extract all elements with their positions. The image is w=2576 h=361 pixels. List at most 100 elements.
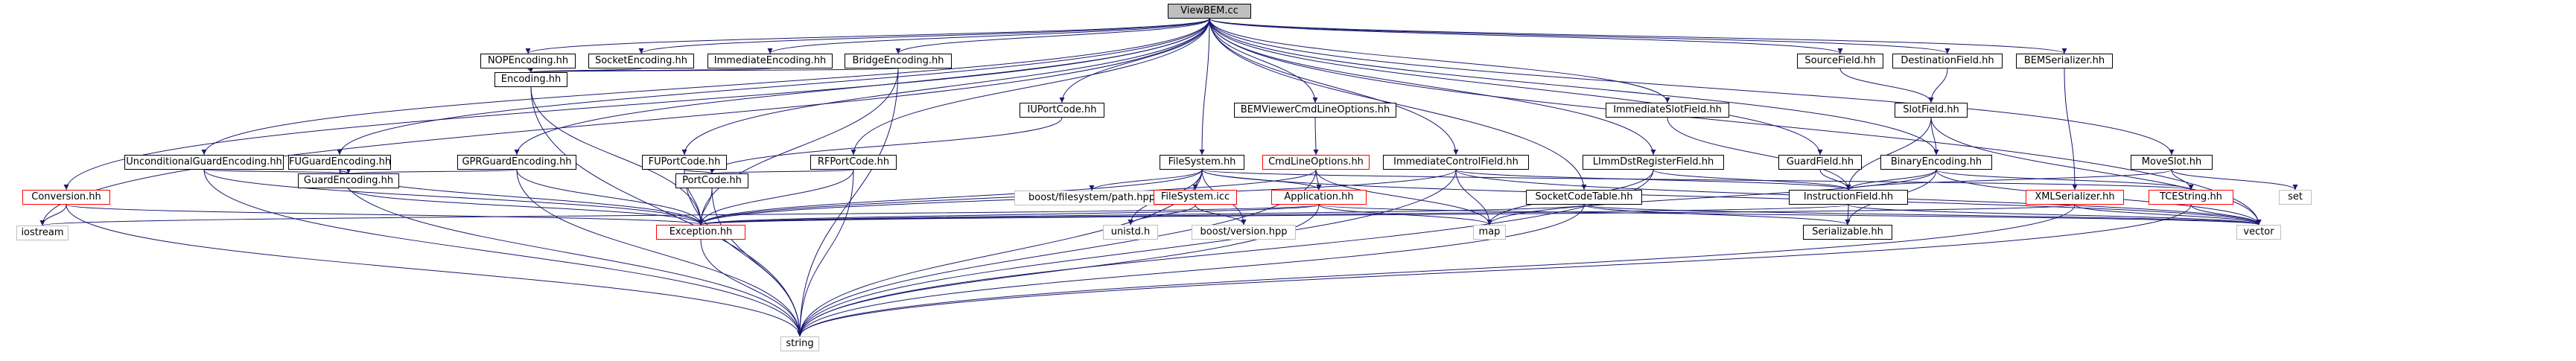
edge-exc-to-string (700, 239, 803, 337)
edge-sock-to-enc (528, 66, 642, 73)
edge-bridge-to-enc (529, 66, 899, 73)
edge-bridge-to-string (797, 68, 899, 337)
edge-bemser-to-xmlser (2064, 68, 2078, 191)
node-cmdl[interactable]: CmdLineOptions.hh (1262, 155, 1370, 170)
node-root[interactable]: ViewBEM.cc (1168, 4, 1251, 19)
edge-root-to-bridge (895, 18, 1210, 54)
edge-instrf-to-vector (1848, 204, 2262, 226)
node-tcestr[interactable]: TCEString.hh (2149, 190, 2233, 205)
node-immslot[interactable]: ImmediateSlotField.hh (1606, 103, 1729, 118)
node-binenc[interactable]: BinaryEncoding.hh (1880, 155, 1992, 170)
node-moveslot[interactable]: MoveSlot.hh (2131, 155, 2213, 170)
node-conv[interactable]: Conversion.hh (22, 190, 110, 205)
edge-guardenc-to-exc (348, 188, 704, 226)
edge-instrf-to-exc (699, 204, 1849, 226)
edge-root-to-rfp (850, 18, 1210, 156)
edge-slotf-to-vector (1930, 117, 2262, 226)
edge-root-to-bemview (1209, 18, 1318, 103)
node-uncond[interactable]: UnconditionalGuardEncoding.hh (124, 155, 284, 170)
edge-slotf-to-instrf (1845, 117, 1932, 191)
edge-portcode-to-string (711, 188, 803, 337)
edge-root-to-iostream (39, 18, 1210, 226)
edge-enc-to-exc (530, 86, 704, 226)
edge-root-to-limm (1209, 18, 1656, 156)
edge-bemview-to-cmdl (1313, 117, 1319, 156)
node-guardf[interactable]: GuardField.hh (1778, 155, 1862, 170)
edge-tcestr-to-vector (2190, 204, 2262, 226)
edge-conv-to-iostream (39, 204, 67, 226)
edge-srcf-to-slotf (1839, 68, 1934, 103)
node-app[interactable]: Application.hh (1271, 190, 1367, 205)
edge-root-to-imm (767, 18, 1210, 54)
edge-rfp-to-exc (698, 169, 854, 226)
edge-root-to-srcf (1209, 18, 1843, 54)
node-set: set (2279, 190, 2312, 205)
node-xmlser[interactable]: XMLSerializer.hh (2026, 190, 2124, 205)
edge-root-to-bemser (1209, 18, 2067, 54)
node-boostver: boost/version.hpp (1192, 225, 1296, 240)
edge-fsys-to-vector (1201, 169, 2262, 226)
node-fug[interactable]: FUGuardEncoding.hh (288, 155, 391, 170)
edge-root-to-immctrl (1209, 18, 1459, 156)
edge-root-to-sock (638, 18, 1210, 54)
node-gprg[interactable]: GPRGuardEncoding.hh (457, 155, 576, 170)
edge-root-to-fug (337, 18, 1210, 156)
edge-root-to-fsys (1199, 18, 1210, 156)
node-imm[interactable]: ImmediateEncoding.hh (707, 54, 833, 68)
edge-uncond-to-exc (203, 169, 704, 226)
node-string: string (780, 336, 819, 351)
edge-root-to-dstf (1209, 18, 1950, 54)
edge-moveslot-to-instrf (1845, 169, 2172, 191)
edge-xmlser-to-string (797, 204, 2076, 337)
edge-root-to-vector (1209, 18, 2262, 226)
node-slotf[interactable]: SlotField.hh (1895, 103, 1968, 118)
node-enc[interactable]: Encoding.hh (494, 72, 567, 87)
edge-immslot-to-instrf (1667, 117, 1851, 191)
node-guardenc[interactable]: GuardEncoding.hh (298, 173, 399, 188)
edge-slotf-to-binenc (1930, 117, 1939, 156)
node-sctable[interactable]: SocketCodeTable.hh (1526, 190, 1642, 205)
node-iostream: iostream (16, 226, 69, 240)
node-vector: vector (2236, 225, 2281, 240)
edge-moveslot-to-tcestr (2171, 169, 2194, 191)
edge-root-to-guardf (1209, 18, 1823, 156)
node-nope[interactable]: NOPEncoding.hh (480, 54, 576, 68)
edge-conv-to-exc (66, 204, 704, 226)
node-rfp[interactable]: RFPortCode.hh (810, 155, 897, 170)
edge-sctable-to-serial (1583, 204, 1851, 226)
edge-app-to-iostream (40, 204, 1320, 226)
node-fup[interactable]: FUPortCode.hh (642, 155, 727, 170)
edge-immctrl-to-instrf (1455, 169, 1851, 191)
edge-xmlser-to-exc (699, 204, 2076, 226)
edge-conv-to-string (66, 204, 803, 337)
node-bridge[interactable]: BridgeEncoding.hh (845, 54, 952, 68)
node-bemview[interactable]: BEMViewerCmdLineOptions.hh (1234, 103, 1396, 118)
node-dstf[interactable]: DestinationField.hh (1892, 54, 2003, 68)
edge-app-to-vector (1318, 204, 2261, 226)
edge-fsys-to-tcestr (1201, 169, 2193, 191)
node-fsys[interactable]: FileSystem.hh (1160, 155, 1244, 170)
node-exc[interactable]: Exception.hh (656, 225, 745, 240)
node-portcode[interactable]: PortCode.hh (675, 173, 748, 188)
edge-immctrl-to-map (1455, 169, 1492, 226)
edge-app-to-exc (698, 204, 1320, 226)
node-map: map (1473, 225, 1506, 240)
node-instrf[interactable]: InstructionField.hh (1789, 190, 1908, 205)
node-sock[interactable]: SocketEncoding.hh (588, 54, 694, 68)
node-fsicc[interactable]: FileSystem.icc (1154, 190, 1237, 205)
node-boostfs: boost/filesystem/path.hpp (1014, 191, 1169, 205)
node-iup[interactable]: IUPortCode.hh (1020, 103, 1104, 118)
node-bemser[interactable]: BEMSerializer.hh (2016, 54, 2113, 68)
node-serial[interactable]: Serializable.hh (1803, 225, 1892, 240)
edge-sctable-to-string (797, 204, 1585, 337)
edge-root-to-sctable (1209, 18, 1587, 191)
edge-fup-to-string (684, 169, 803, 337)
edge-root-to-fup (681, 18, 1210, 156)
edge-binenc-to-instrf (1845, 169, 1937, 191)
node-limm[interactable]: LImmDstRegisterField.hh (1583, 155, 1724, 170)
node-srcf[interactable]: SourceField.hh (1797, 54, 1883, 68)
edge-immctrl-to-string (797, 169, 1457, 337)
node-immctrl[interactable]: ImmediateControlField.hh (1383, 155, 1529, 170)
edge-xmlser-to-vector (2074, 204, 2262, 226)
